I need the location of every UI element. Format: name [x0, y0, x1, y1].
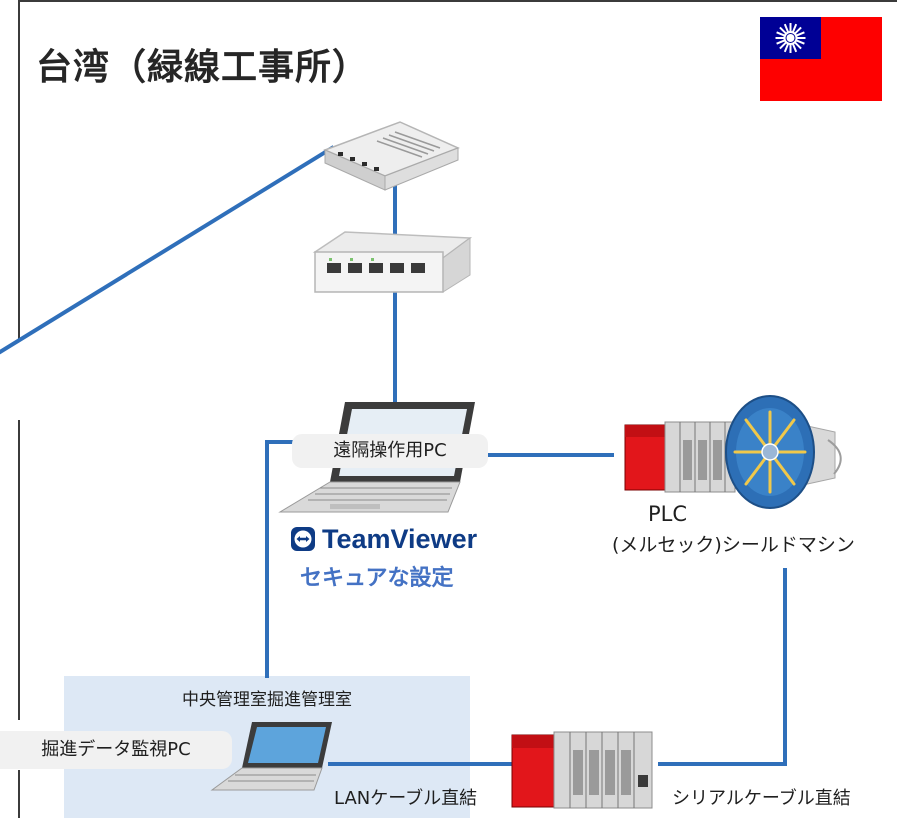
monitor-pc-label: 掘進データ監視PC: [0, 731, 232, 769]
lan-cable-label: LANケーブル直結: [334, 788, 478, 809]
remote-pc-label: 遠隔操作用PC: [292, 434, 488, 468]
connection-lines: [0, 145, 787, 766]
taiwan-flag-icon: [760, 17, 882, 101]
frame-left-border: [18, 0, 20, 340]
frame-top-border: [18, 0, 897, 2]
frame-bottom-left-border: [18, 770, 20, 818]
plc-unit-icon-upper: [624, 421, 736, 493]
laptop-icon-monitor: [210, 722, 332, 791]
page-title: 台湾（緑線工事所）: [36, 47, 370, 88]
router-icon: [322, 121, 460, 191]
teamviewer-logo-icon: [291, 527, 315, 551]
teamviewer-brand: TeamViewer: [322, 523, 478, 554]
frame-left-border-lower: [18, 420, 20, 720]
teamviewer-logo: TeamViewer: [290, 522, 477, 556]
plc-unit-icon-lower: [511, 731, 653, 809]
room-label: 中央管理室掘進管理室: [182, 690, 352, 710]
wan-line: [0, 145, 335, 355]
shield-machine-icon: [725, 395, 842, 509]
secure-setting-label: セキュアな設定: [300, 566, 454, 591]
serial-cable-label: シリアルケーブル直結: [672, 788, 851, 809]
network-switch-icon: [312, 231, 473, 293]
serial-cable-line: [658, 568, 787, 766]
plc-label: PLC: [648, 502, 688, 526]
remote-pc-to-room-line: [265, 440, 294, 678]
shield-machine-label: (メルセック)シールドマシン: [612, 534, 855, 556]
